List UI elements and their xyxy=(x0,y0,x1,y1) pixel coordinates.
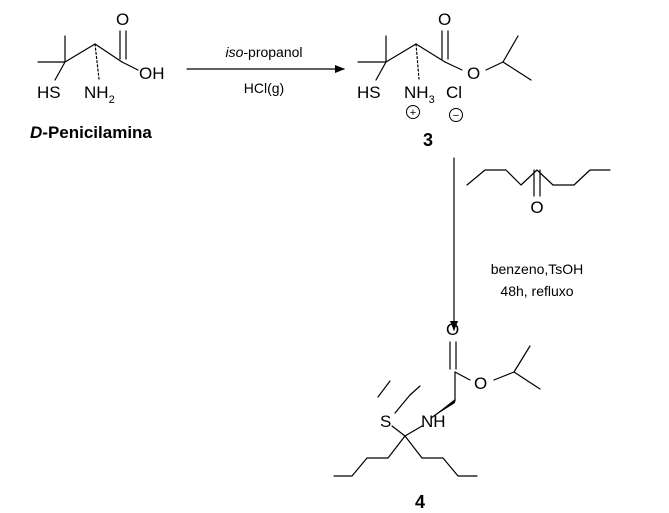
compound-4-sulfur: S xyxy=(380,412,391,431)
compound-4-label: 4 xyxy=(415,492,425,512)
compound-4-ester-oxygen: O xyxy=(474,374,487,393)
d-penicillamine-carbonyl-oxygen: O xyxy=(116,10,129,29)
d-penicillamine-bonds xyxy=(37,30,139,81)
svg-text:+: + xyxy=(410,107,416,119)
step1-reagent-hcl-gas: HCl(g) xyxy=(244,80,284,96)
d-penicillamine-thiol: HS xyxy=(37,83,61,102)
d-penicillamine-amine: NH2 xyxy=(84,83,115,106)
compound-3-chloride: Cl xyxy=(446,83,462,102)
compound-3-ester-oxygen: O xyxy=(467,64,480,83)
d-penicillamine-hydroxyl: OH xyxy=(139,64,165,83)
compound-4-ring-amine: NH xyxy=(421,412,446,431)
compound-4-bonds xyxy=(333,341,541,477)
compound-3-ammonium: NH3 xyxy=(404,83,435,106)
compound-3-thiol: HS xyxy=(357,83,381,102)
compound-4-carbonyl-oxygen: O xyxy=(446,320,459,339)
svg-text:−: − xyxy=(453,110,459,122)
compound-4-structure: O O S NH 4 xyxy=(333,320,541,512)
compound-4-wedge-bond xyxy=(431,399,455,418)
step1-reagent-isopropanol: iso-propanol xyxy=(225,44,302,60)
compound-3-bonds xyxy=(357,30,532,81)
nonanone-reagent-structure: O xyxy=(466,169,611,217)
plus-charge-icon: + xyxy=(406,105,420,119)
d-penicillamine-structure: O OH HS NH2 D-Penicilamina xyxy=(30,10,165,142)
step1-reaction-arrow: iso-propanol HCl(g) xyxy=(186,44,345,96)
compound-3-carbonyl-oxygen: O xyxy=(438,10,451,29)
compound-3-label: 3 xyxy=(423,130,433,150)
nonanone-carbonyl-oxygen: O xyxy=(530,198,543,217)
step2-solvent-catalyst: benzeno,TsOH xyxy=(491,261,584,277)
minus-charge-icon: − xyxy=(449,108,463,122)
d-penicillamine-name: D-Penicilamina xyxy=(30,123,152,142)
step2-time-conditions: 48h, refluxo xyxy=(500,283,573,299)
compound-3-structure: O O HS NH3 Cl + − 3 xyxy=(357,10,532,150)
